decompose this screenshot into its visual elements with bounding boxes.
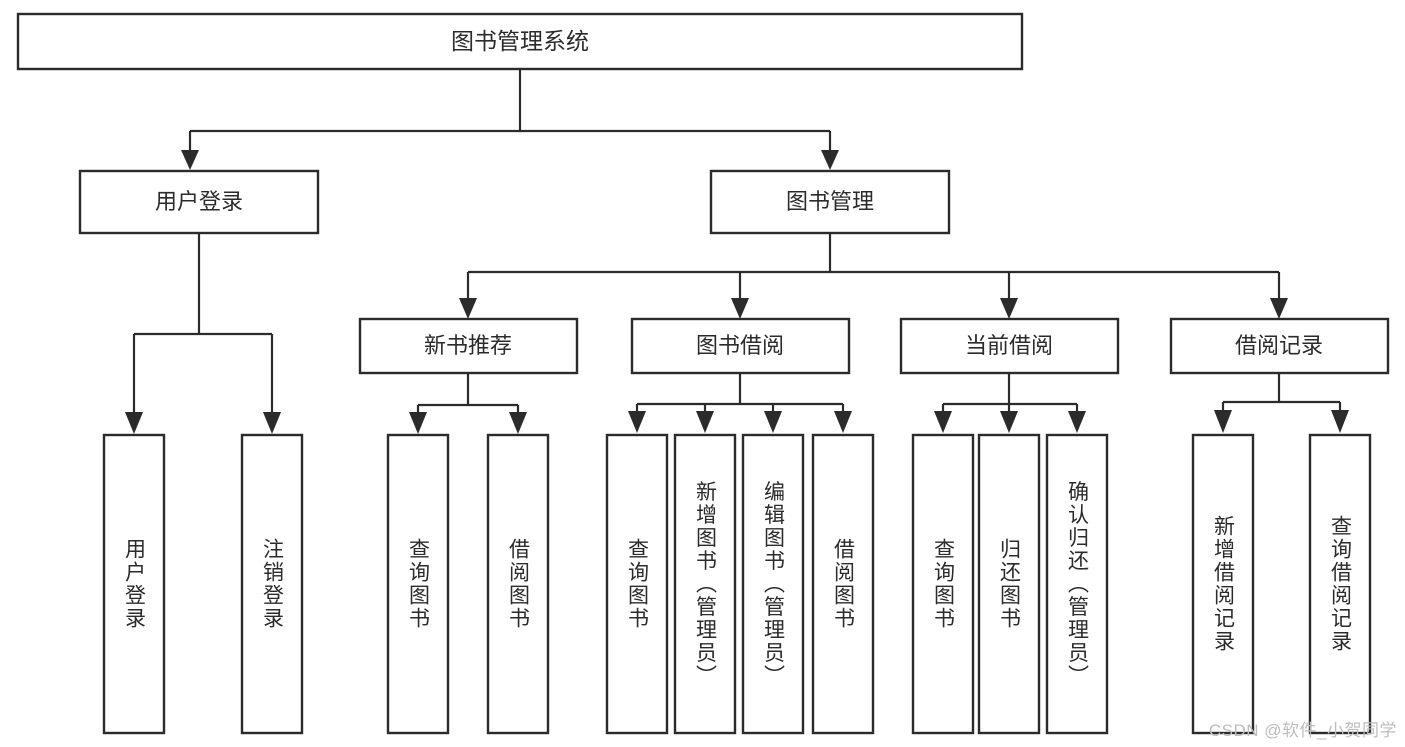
arrowhead-current: [1000, 298, 1018, 319]
node-current-borrow-label: 当前借阅: [965, 333, 1053, 358]
leaf-record-query-label: 查询借阅记录: [1329, 515, 1353, 653]
leaf-record-add-label: 新增借阅记录: [1212, 515, 1236, 653]
leaf-current-query-book[interactable]: 查询图书: [911, 433, 975, 735]
node-user-login[interactable]: 用户登录: [78, 169, 320, 235]
leaf-borrow-query-book[interactable]: 查询图书: [605, 433, 669, 735]
leaf-user-logout[interactable]: 注销登录: [240, 433, 304, 735]
node-current-borrow-box[interactable]: [899, 317, 1120, 375]
leaf-borrow-query-book-label: 查询图书: [626, 538, 650, 630]
leaf-newbook-borrow-book[interactable]: 借阅图书: [486, 433, 550, 735]
node-current-borrow[interactable]: 当前借阅: [899, 317, 1120, 375]
node-book-management[interactable]: 图书管理: [709, 169, 951, 235]
leaf-borrow-add-book-label: 新增图书（管理员）: [694, 481, 718, 688]
leaf-current-query-book-box[interactable]: [911, 433, 975, 735]
leaf-current-confirm-return-box[interactable]: [1045, 433, 1109, 735]
leaf-borrow-edit-book-box[interactable]: [741, 433, 805, 735]
connector-group: [125, 69, 1349, 434]
arrowhead-leaf-borrow-lend: [834, 411, 852, 433]
leaf-record-add[interactable]: 新增借阅记录: [1191, 433, 1255, 735]
leaf-newbook-query-book-box[interactable]: [386, 433, 450, 735]
arrowhead-userlogin: [181, 150, 199, 170]
node-root-box[interactable]: [16, 12, 1024, 71]
leaf-current-return-book-box[interactable]: [977, 433, 1041, 735]
arrowhead-leaf-borrow-edit: [764, 411, 782, 433]
leaf-user-logout-label: 注销登录: [261, 538, 285, 630]
leaf-newbook-query-book[interactable]: 查询图书: [386, 433, 450, 735]
node-new-book-recommend-box[interactable]: [358, 317, 579, 375]
leaf-borrow-add-book-box[interactable]: [673, 433, 737, 735]
node-root-system[interactable]: 图书管理系统: [16, 12, 1024, 71]
leaf-borrow-edit-book-label: 编辑图书（管理员）: [762, 481, 786, 688]
leaf-newbook-query-book-label: 查询图书: [407, 538, 431, 630]
leaf-record-query-box[interactable]: [1308, 433, 1372, 735]
leaf-current-return-book[interactable]: 归还图书: [977, 433, 1041, 735]
node-book-management-box[interactable]: [709, 169, 951, 235]
leaf-newbook-borrow-book-box[interactable]: [486, 433, 550, 735]
leaf-borrow-edit-book[interactable]: 编辑图书（管理员）: [741, 433, 805, 735]
leaf-user-login-label: 用户登录: [123, 538, 147, 630]
node-user-login-label: 用户登录: [155, 189, 243, 214]
node-borrow-record-label: 借阅记录: [1235, 333, 1323, 358]
node-new-book-recommend-label: 新书推荐: [424, 333, 512, 358]
arrowhead-bookmgmt: [821, 150, 839, 170]
node-book-borrow-box[interactable]: [630, 317, 851, 375]
arrowhead-record: [1270, 298, 1288, 319]
leaf-current-return-book-label: 归还图书: [998, 538, 1022, 630]
node-borrow-record[interactable]: 借阅记录: [1169, 317, 1390, 375]
arrowhead-leaf-borrow-query: [628, 411, 646, 433]
arrowhead-leaf-user-logout: [263, 412, 281, 434]
leaf-user-login-box[interactable]: [102, 433, 166, 735]
node-borrow-record-box[interactable]: [1169, 317, 1390, 375]
leaf-record-add-box[interactable]: [1191, 433, 1255, 735]
arrowhead-leaf-current-return: [1000, 411, 1018, 433]
leaf-user-logout-box[interactable]: [240, 433, 304, 735]
node-new-book-recommend[interactable]: 新书推荐: [358, 317, 579, 375]
csdn-watermark: CSDN @软件_小贺同学: [1208, 721, 1397, 740]
leaf-user-login[interactable]: 用户登录: [102, 433, 166, 735]
leaf-current-confirm-return-label: 确认归还（管理员）: [1066, 481, 1090, 688]
arrowhead-leaf-newbook-query: [409, 412, 427, 434]
leaf-record-query[interactable]: 查询借阅记录: [1308, 433, 1372, 735]
arrowhead-leaf-current-query: [934, 411, 952, 433]
node-book-borrow-label: 图书借阅: [696, 333, 784, 358]
leaf-current-confirm-return[interactable]: 确认归还（管理员）: [1045, 433, 1109, 735]
arrowhead-leaf-newbook-borrow: [509, 412, 527, 434]
node-book-management-label: 图书管理: [786, 189, 874, 214]
node-root-label: 图书管理系统: [451, 28, 589, 54]
arrowhead-leaf-user-login: [125, 412, 143, 434]
leaf-borrow-add-book[interactable]: 新增图书（管理员）: [673, 433, 737, 735]
arrowhead-leaf-record-query: [1331, 410, 1349, 433]
leaf-current-query-book-label: 查询图书: [932, 538, 956, 630]
arrowhead-leaf-borrow-add: [696, 411, 714, 433]
leaf-borrow-query-book-box[interactable]: [605, 433, 669, 735]
arrowhead-leaf-record-add: [1214, 410, 1232, 433]
leaf-borrow-lend-book-label: 借阅图书: [832, 538, 856, 630]
arrowhead-newbook: [459, 298, 477, 319]
arrowhead-leaf-current-confirm: [1068, 411, 1086, 433]
node-user-login-box[interactable]: [78, 169, 320, 235]
leaf-borrow-lend-book[interactable]: 借阅图书: [811, 433, 875, 735]
leaf-borrow-lend-book-box[interactable]: [811, 433, 875, 735]
node-book-borrow[interactable]: 图书借阅: [630, 317, 851, 375]
leaf-newbook-borrow-book-label: 借阅图书: [507, 538, 531, 630]
arrowhead-borrow: [731, 298, 749, 319]
